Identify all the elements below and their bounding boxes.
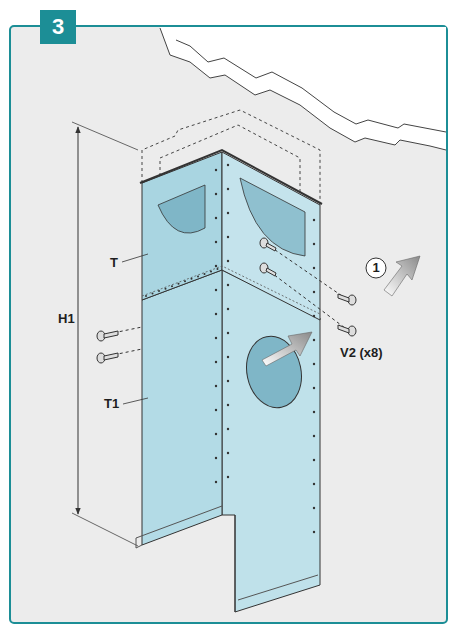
screw-holes	[145, 164, 315, 533]
part-label: V2 (x8)	[340, 346, 383, 360]
extension-line	[72, 513, 138, 546]
ceiling	[11, 27, 446, 150]
direction-arrow	[384, 256, 420, 296]
leader-line	[122, 254, 148, 262]
callout-number: 1	[372, 261, 379, 275]
screw-V2	[97, 238, 356, 363]
leader-line	[123, 398, 148, 404]
callout-circle	[366, 258, 386, 278]
duct-edge	[235, 515, 236, 612]
overlap-line	[142, 266, 320, 314]
duct-top-edge	[140, 150, 322, 204]
part-label: T	[110, 256, 118, 270]
lower-duct-T1	[222, 270, 320, 612]
step-number: 3	[52, 14, 64, 40]
duct-flange	[238, 575, 318, 600]
extension-line	[72, 122, 138, 150]
lower-duct-T1	[142, 270, 222, 545]
step-number-box: 3	[40, 10, 76, 44]
vent-cutout	[158, 185, 205, 233]
frame	[10, 26, 447, 623]
duct-flange	[136, 506, 222, 548]
dimension-line	[78, 127, 79, 514]
upper-duct-T	[142, 152, 222, 300]
ceiling-cornice	[176, 40, 446, 132]
vent-cutout	[240, 178, 305, 256]
ceiling-edge	[160, 28, 446, 150]
direction-arrow	[262, 332, 312, 366]
part-label: T1	[104, 397, 119, 411]
dimension-label: H1	[56, 311, 77, 327]
